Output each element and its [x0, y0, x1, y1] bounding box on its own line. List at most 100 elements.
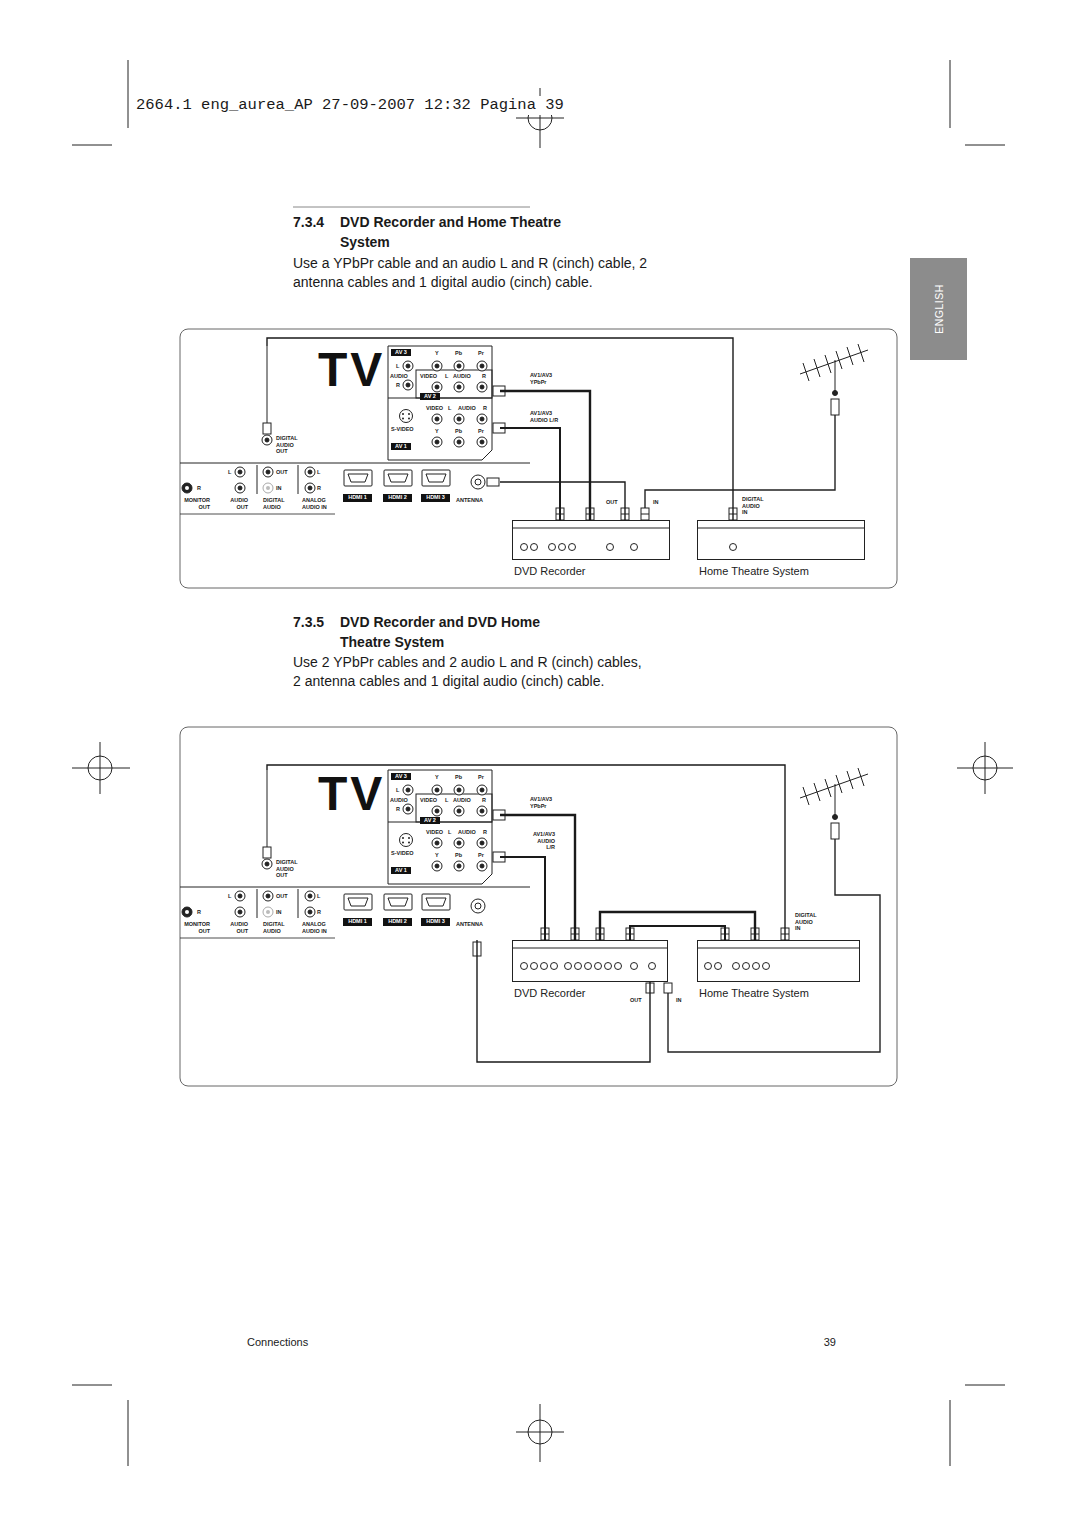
- printed-label: S-VIDEO: [391, 850, 414, 857]
- heading-rule: [293, 207, 530, 208]
- label-box: L: [448, 405, 451, 412]
- label-box: Use 2 YPbPr cables and 2 audio L and R (…: [293, 653, 653, 692]
- printed-label: AUDIO: [390, 797, 408, 804]
- video-jack: [432, 414, 442, 424]
- connector-tag: AV 2: [420, 817, 440, 824]
- cable-connector: [500, 857, 545, 940]
- printed-label: Use 2 YPbPr cables and 2 audio L and R (…: [293, 653, 653, 692]
- antenna-jack: [471, 475, 485, 489]
- s-video-ring: [400, 410, 413, 423]
- printed-label: DVD Recorder and Home Theatre System: [340, 212, 580, 253]
- connector-tag: HDMI 1: [343, 918, 372, 926]
- label-box: AUDIO: [453, 373, 471, 380]
- label-box: AUDIO: [458, 405, 476, 412]
- audio-jack: [454, 382, 464, 392]
- label-box: OUT: [276, 893, 288, 900]
- device-name: DVD Recorder: [514, 565, 670, 578]
- printed-label: VIDEO: [426, 405, 443, 412]
- crop-line: [72, 1385, 112, 1386]
- device-top-face: [697, 948, 860, 949]
- label-box: AUDIO: [453, 797, 471, 804]
- printed-label: Y: [435, 774, 439, 781]
- label-box: R: [483, 405, 487, 412]
- device-jack: [575, 963, 582, 970]
- label-box: Y: [435, 774, 439, 781]
- label-box: R: [396, 382, 400, 389]
- device-jack: [763, 963, 770, 970]
- label-box: R: [396, 806, 400, 813]
- antenna-wire: [645, 415, 835, 508]
- label-box: 2664.1 eng_aurea_AP 27-09-2007 12:32 Pag…: [134, 95, 566, 115]
- label-box: Use a YPbPr cable and an audio L and R (…: [293, 254, 653, 293]
- language-tab: ENGLISH: [910, 258, 967, 360]
- label-box: 7.3.5: [293, 612, 324, 632]
- label-box: S-VIDEO: [391, 426, 414, 433]
- tag-text: HDMI 2: [388, 919, 407, 925]
- digital-out-jack: [263, 467, 273, 477]
- printed-label: Pb: [455, 774, 462, 781]
- crop-line: [128, 60, 129, 128]
- device-jack: [565, 963, 572, 970]
- label-box: AV1/AV3 AUDIO L/R: [530, 831, 555, 851]
- label-box: R: [483, 829, 487, 836]
- printed-label: AUDIO: [453, 373, 471, 380]
- label-box: Pr: [478, 774, 484, 781]
- printed-label: VIDEO: [420, 373, 437, 380]
- cable-plug: [487, 478, 499, 486]
- label-box: R: [197, 485, 201, 492]
- label-box: Pr: [478, 852, 484, 859]
- printed-label: R: [483, 829, 487, 836]
- antenna-elements: [803, 344, 864, 381]
- tag-text: AV 3: [395, 350, 407, 356]
- printed-label: MONITOR OUT: [182, 497, 210, 510]
- label-box: DVD Recorder and Home Theatre System: [340, 212, 580, 253]
- label-box: AUDIO: [458, 829, 476, 836]
- monitor-jack-pin: [185, 486, 189, 490]
- label-box: R: [317, 485, 321, 492]
- printed-label: ANTENNA: [456, 921, 483, 928]
- cable-connector: [500, 428, 560, 520]
- printed-label: IN: [676, 997, 682, 1004]
- tag-text: HDMI 3: [426, 495, 445, 501]
- tab-text: ENGLISH: [932, 284, 944, 334]
- device-jack: [559, 544, 566, 551]
- device-jack: [521, 544, 528, 551]
- label-box: Pb: [455, 428, 462, 435]
- antenna-boom: [800, 350, 868, 374]
- device-jack: [615, 963, 622, 970]
- printed-label: Pr: [478, 852, 484, 859]
- printed-label: DIGITAL AUDIO: [263, 921, 287, 934]
- printed-label: DVD Recorder and DVD Home Theatre System: [340, 612, 580, 653]
- printed-label: Pr: [478, 428, 484, 435]
- printed-label: OUT: [276, 469, 288, 476]
- tag-text: HDMI 1: [348, 919, 367, 925]
- y-jack: [432, 361, 442, 371]
- label-box: Y: [435, 852, 439, 859]
- device-name: Home Theatre System: [699, 565, 865, 578]
- label-box: AV1/AV3 YPbPr: [530, 372, 556, 385]
- label-box: ANALOG AUDIO IN: [302, 497, 332, 510]
- tag-text: AV 1: [395, 444, 407, 450]
- device-name: DVD Recorder: [514, 987, 668, 1000]
- panel-edge: [180, 463, 530, 464]
- tag-text: HDMI 2: [388, 495, 407, 501]
- printed-label: AUDIO: [458, 405, 476, 412]
- label-box: Pr: [478, 428, 484, 435]
- printed-label: Use a YPbPr cable and an audio L and R (…: [293, 254, 653, 293]
- connector-tag: AV 3: [391, 773, 411, 780]
- device-jack: [631, 544, 638, 551]
- label-box: OUT: [606, 499, 618, 506]
- printed-label: DIGITAL AUDIO OUT: [276, 435, 300, 455]
- tv-title: TV: [318, 770, 385, 818]
- label-box: ANALOG AUDIO IN: [302, 921, 332, 934]
- av-block-outline: [388, 346, 492, 460]
- device-jack: [531, 544, 538, 551]
- diagram-frame: [180, 727, 897, 1086]
- device-jack: [715, 963, 722, 970]
- digital-in-pin: [266, 486, 270, 490]
- s-video-pin: [408, 418, 410, 420]
- diagram-frame: [180, 329, 897, 588]
- cable-plug: [831, 399, 839, 415]
- label-box: L: [445, 373, 448, 380]
